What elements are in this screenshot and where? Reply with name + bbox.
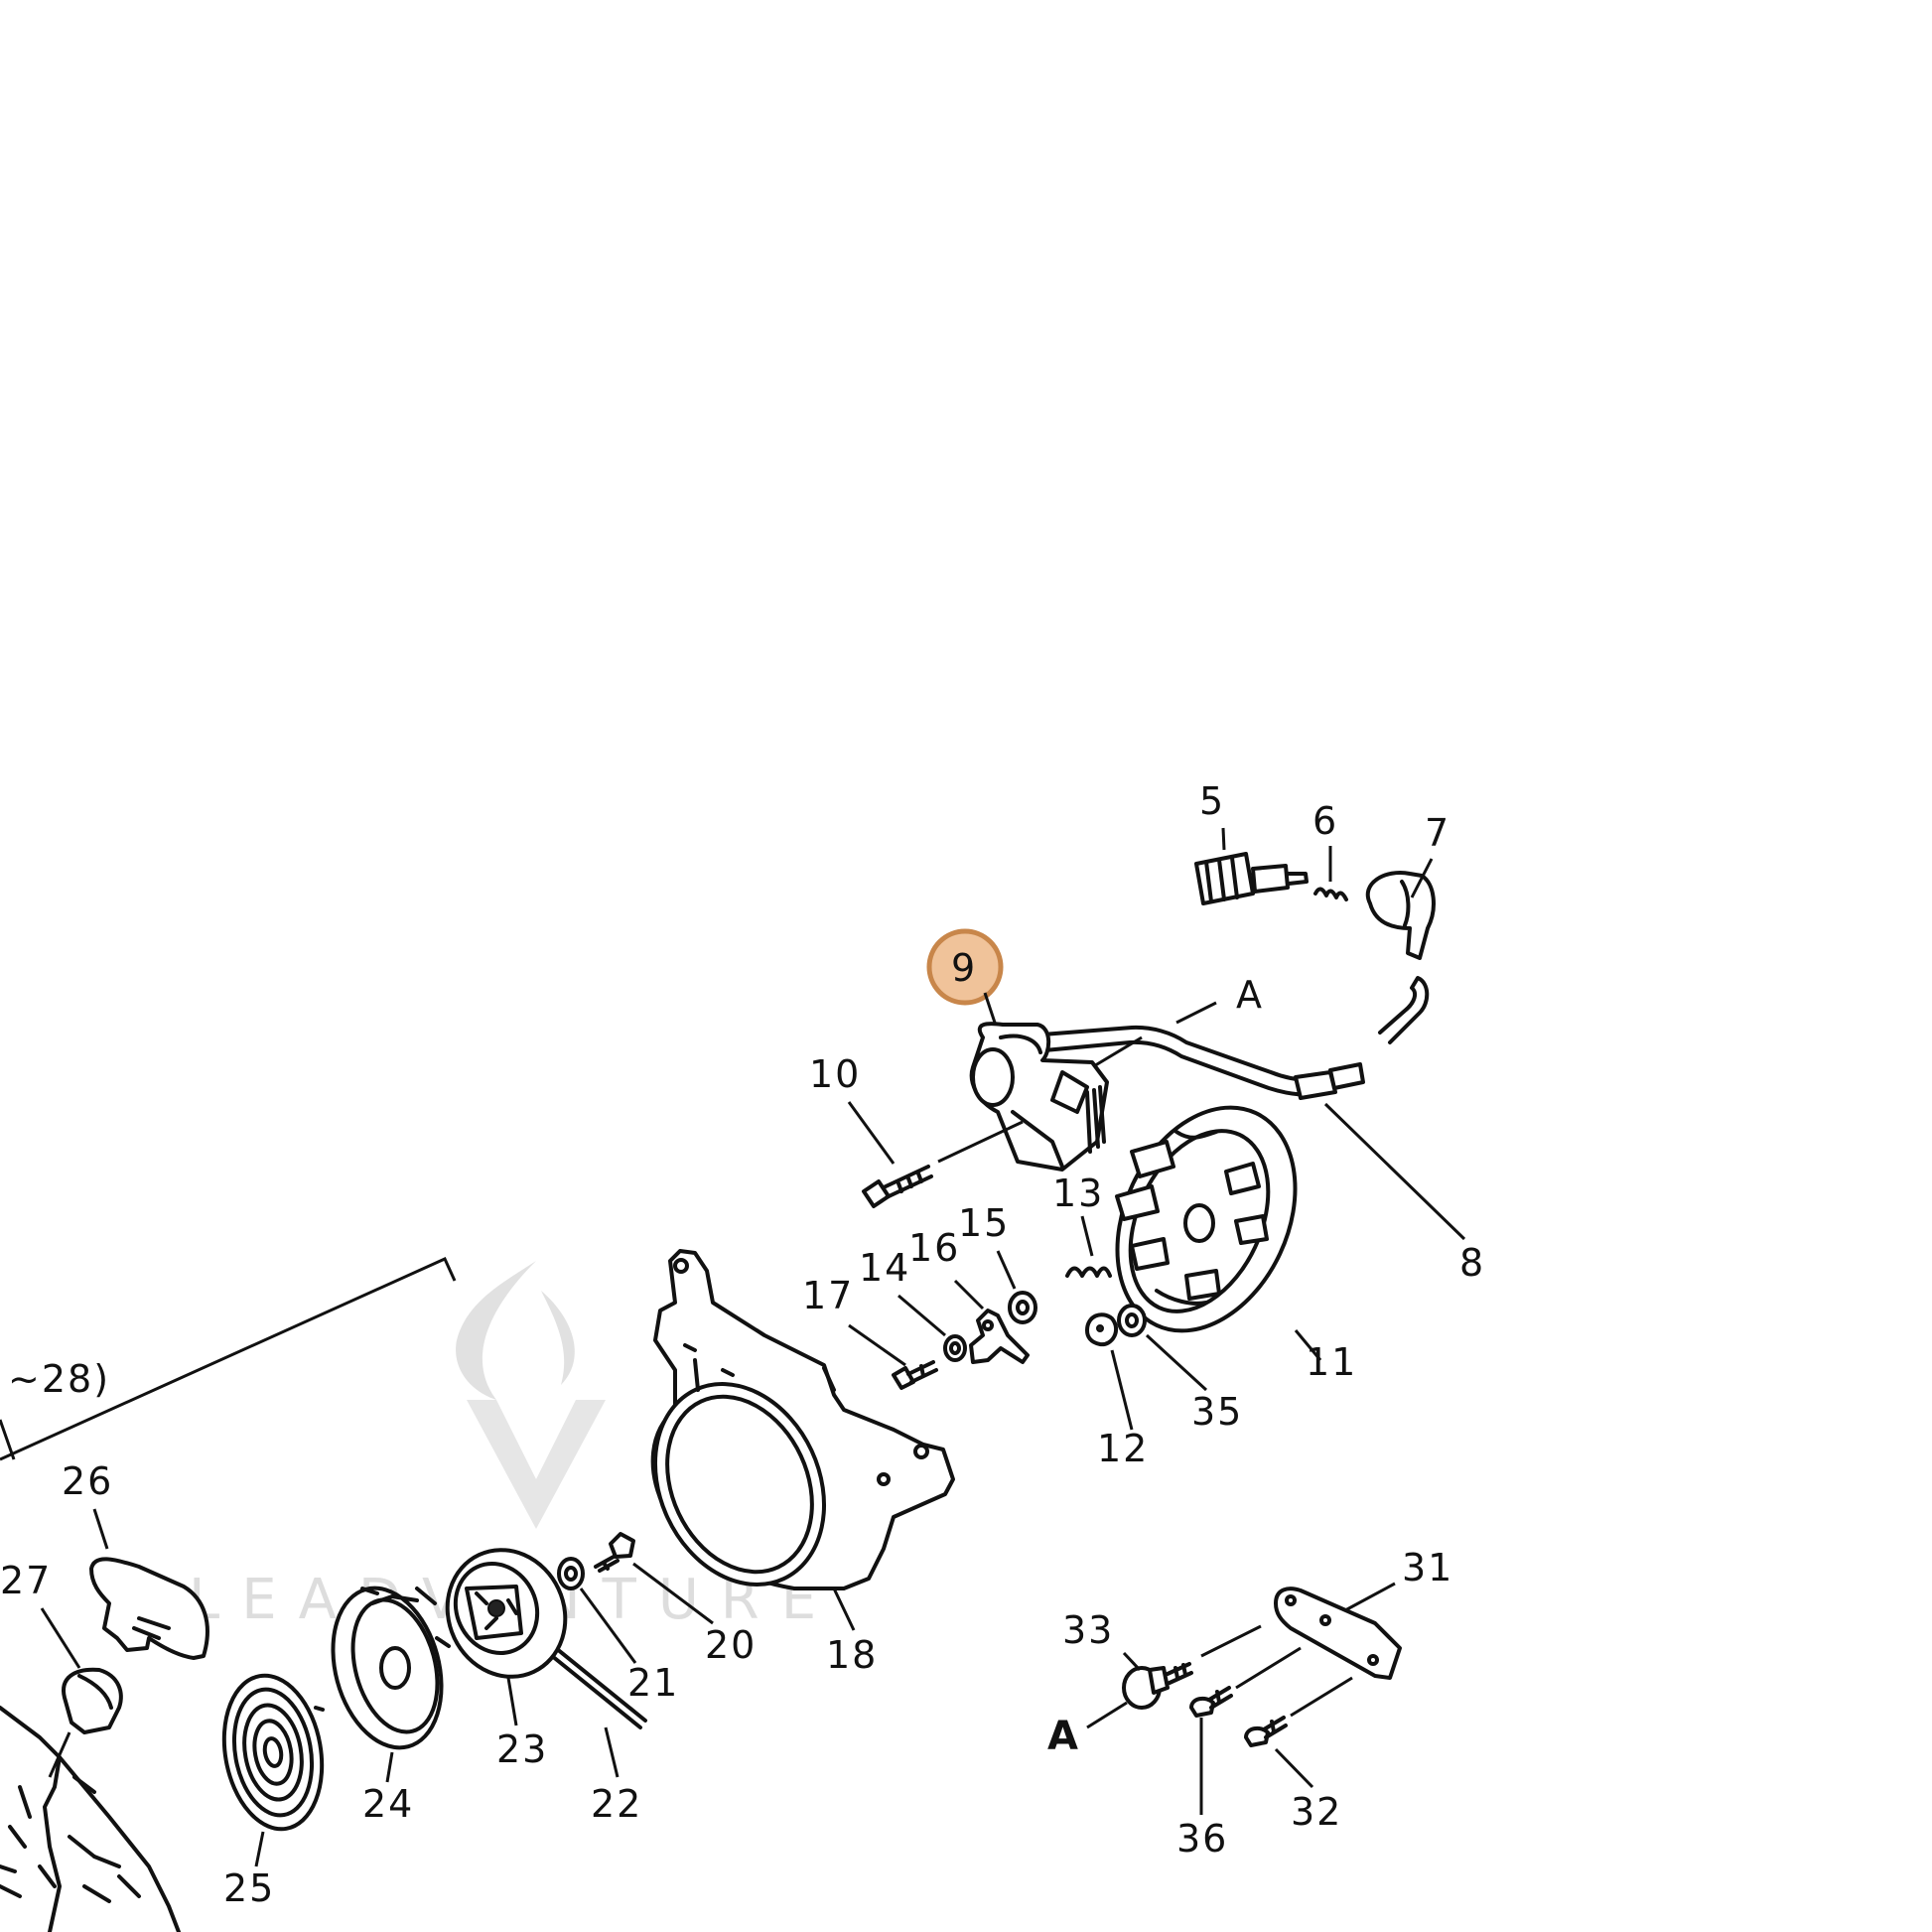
callout-10: 10 xyxy=(809,1052,861,1096)
callout-32: 32 xyxy=(1291,1790,1342,1834)
callout-6: 6 xyxy=(1312,799,1338,843)
callout-35: 35 xyxy=(1191,1390,1243,1434)
callout-8: 8 xyxy=(1459,1241,1485,1285)
part-18-fan-housing xyxy=(650,1249,955,1590)
callout-31: 31 xyxy=(1402,1546,1453,1589)
part-35-washer xyxy=(1117,1304,1147,1337)
part-6-spring xyxy=(1313,887,1348,901)
reference-a-top: A xyxy=(1236,973,1264,1017)
group-bracket xyxy=(0,1257,457,1461)
part-27-grip-insert xyxy=(62,1667,123,1734)
part-14-washer xyxy=(943,1334,967,1362)
callout-33: 33 xyxy=(1062,1608,1114,1652)
callout-24: 24 xyxy=(362,1782,414,1826)
callout-11: 11 xyxy=(1306,1340,1357,1384)
callout-22: 22 xyxy=(591,1782,642,1826)
callout-16: 16 xyxy=(908,1226,960,1270)
callout-7: 7 xyxy=(1425,811,1450,855)
reference-a-bottom: A xyxy=(1047,1714,1078,1759)
callout-13: 13 xyxy=(1052,1172,1104,1215)
part-32-screw xyxy=(1244,1716,1288,1747)
callout-23: 23 xyxy=(496,1727,548,1771)
part-21-washer xyxy=(557,1557,585,1590)
part-25-spring-cover xyxy=(221,1673,325,1832)
callout-9: 9 xyxy=(951,946,977,990)
part-10-bolt xyxy=(862,1165,933,1208)
part-36-screw xyxy=(1189,1686,1233,1718)
callout-5: 5 xyxy=(1199,779,1225,823)
part-11-flywheel xyxy=(1115,1105,1298,1333)
callout-26: 26 xyxy=(62,1459,113,1503)
watermark-logo xyxy=(456,1261,606,1529)
part-7-plug-cap xyxy=(1365,871,1436,960)
part-31-plate xyxy=(1274,1587,1402,1680)
highlight-marker-9[interactable]: 9 xyxy=(926,928,1004,1006)
part-24-starter-case xyxy=(331,1586,451,1750)
part-33-flange-bolt xyxy=(1122,1662,1193,1710)
callout-15: 15 xyxy=(958,1201,1010,1245)
engine-base-fragment xyxy=(0,1706,181,1932)
part-9-ignition-coil[interactable] xyxy=(969,1022,1109,1172)
callout-18: 18 xyxy=(826,1633,878,1677)
part-20-bolt xyxy=(594,1532,635,1573)
part-13-spring xyxy=(1065,1266,1112,1278)
group-range-label: ~28) xyxy=(8,1357,110,1401)
callout-36: 36 xyxy=(1176,1817,1228,1861)
part-8-high-tension-cord xyxy=(1040,976,1430,1100)
callout-17: 17 xyxy=(802,1274,854,1317)
callout-14: 14 xyxy=(859,1246,910,1290)
part-17-screw xyxy=(892,1360,938,1390)
part-16-bracket xyxy=(969,1309,1030,1364)
part-12-nut xyxy=(1085,1312,1119,1347)
part-26-grip-handle xyxy=(89,1557,209,1660)
part-23-pulley xyxy=(445,1548,568,1679)
callout-12: 12 xyxy=(1097,1427,1149,1470)
callout-27: 27 xyxy=(0,1559,52,1602)
part-15-washer xyxy=(1008,1291,1037,1324)
callout-21: 21 xyxy=(627,1661,679,1705)
part-5-spark-plug xyxy=(1194,852,1309,905)
callout-20: 20 xyxy=(705,1623,757,1667)
callout-25: 25 xyxy=(223,1866,275,1910)
